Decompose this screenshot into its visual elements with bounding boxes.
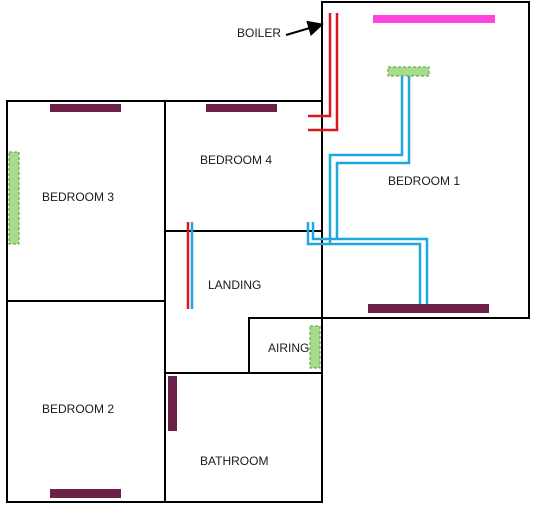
hot-pipe-b [308, 13, 339, 132]
radiator-bedroom-3 [50, 104, 121, 112]
boiler-label: BOILER [237, 26, 281, 40]
hot-pipe-a [308, 13, 332, 118]
bedroom-4-label: BEDROOM 4 [200, 153, 272, 167]
header-tank [387, 66, 430, 77]
cold-pipe-d [311, 222, 337, 241]
radiators [50, 104, 489, 498]
bedroom-1-walls [321, 1, 530, 319]
tank-airing [309, 325, 321, 369]
bathroom-walls [164, 372, 323, 503]
radiator-bedroom-2 [50, 489, 121, 498]
walls [6, 1, 530, 503]
bedroom-1-label: BEDROOM 1 [388, 174, 460, 188]
bedroom-3-label: BEDROOM 3 [42, 190, 114, 204]
radiator-bedroom-1 [368, 304, 489, 313]
cold-pipe-a [328, 76, 422, 304]
hot-water-pipes [186, 13, 339, 309]
water-tanks [8, 66, 430, 369]
landing-label: LANDING [208, 278, 261, 292]
bedroom-2-label: BEDROOM 2 [42, 402, 114, 416]
cold-pipe-c [306, 222, 330, 246]
tank-bedroom-3 [8, 151, 20, 245]
cold-water-pipes [190, 76, 429, 309]
cold-pipe-b [335, 76, 429, 304]
bathroom-label: BATHROOM [200, 454, 268, 468]
boiler-arrow [285, 20, 324, 37]
radiator-bedroom-4 [206, 104, 277, 112]
radiator-bathroom [168, 376, 177, 431]
boiler-unit [373, 15, 495, 23]
airing-label: AIRING [268, 341, 309, 355]
